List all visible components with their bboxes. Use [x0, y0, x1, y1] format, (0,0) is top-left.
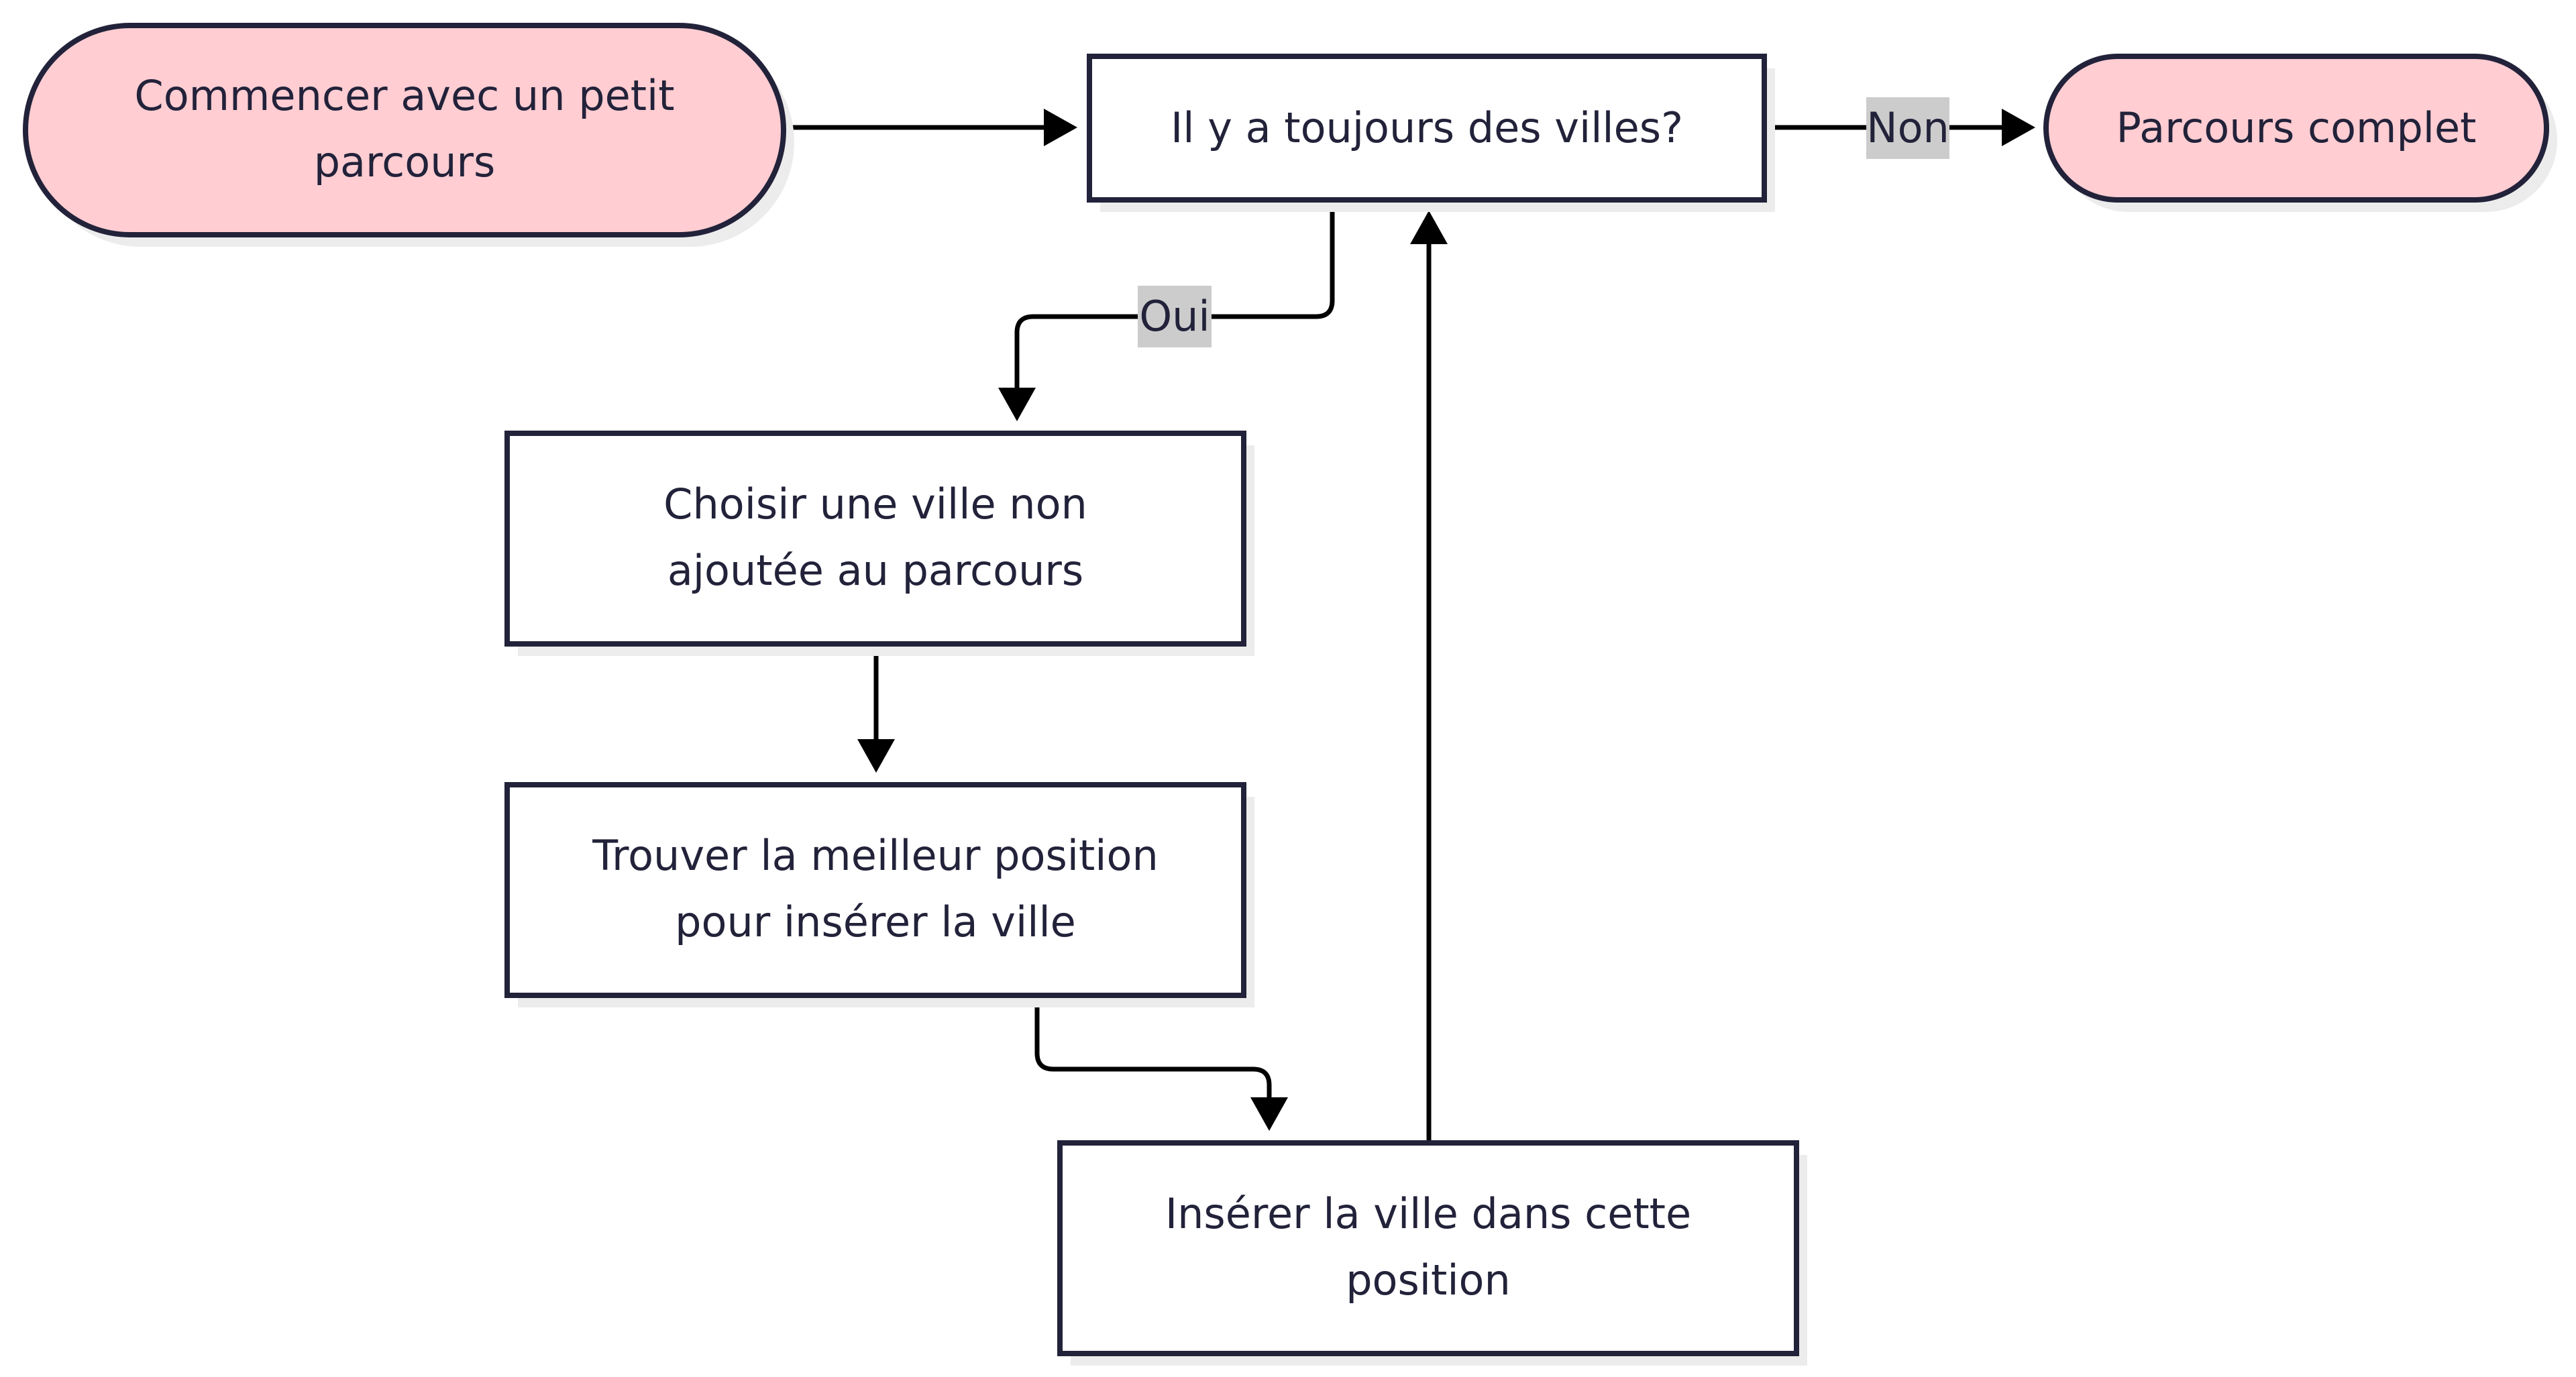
node-decision-shape [1087, 54, 1767, 203]
node-insert-city: Insérer la ville dans cette position [1057, 1140, 1807, 1366]
edge-label-non-background [1866, 97, 1949, 159]
arrowhead-decision-to-end [2002, 109, 2035, 146]
node-start-line-1: Commencer avec un petit [134, 71, 674, 120]
node-choose-city-line-2: ajoutée au parcours [667, 546, 1083, 595]
node-decision-line-1: Il y a toujours des villes? [1171, 103, 1683, 152]
edge-label-non-text: Non [1866, 103, 1949, 152]
node-start-shape [23, 23, 786, 237]
node-choose-city-line-1: Choisir une ville non [663, 480, 1087, 529]
node-choose-city-shape [504, 431, 1246, 647]
edge-label-oui-text: Oui [1139, 292, 1210, 341]
node-decision: Il y a toujours des villes? [1087, 54, 1775, 212]
arrowhead-insert-to-decision [1410, 211, 1448, 244]
node-insert-city-line-1: Insérer la ville dans cette [1165, 1189, 1691, 1238]
edge-label-non: Non [1866, 97, 1949, 159]
edge-label-oui-background [1138, 286, 1212, 347]
node-choose-city: Choisir une ville non ajoutée au parcour… [504, 431, 1254, 656]
arrowhead-choose-to-find [857, 739, 895, 773]
node-start: Commencer avec un petit parcours [23, 23, 794, 247]
node-start-line-2: parcours [314, 137, 496, 186]
node-insert-city-shape [1057, 1140, 1799, 1356]
node-end-line-1: Parcours complet [2116, 103, 2477, 152]
arrowhead-start-to-decision [1044, 109, 1077, 146]
node-find-position-shape [504, 782, 1246, 998]
arrowhead-find-to-insert [1250, 1097, 1288, 1131]
edge-label-oui: Oui [1138, 286, 1212, 347]
node-end: Parcours complet [2043, 54, 2557, 212]
node-end-shape [2043, 54, 2549, 203]
node-find-position: Trouver la meilleur position pour insére… [504, 782, 1254, 1007]
node-find-position-line-2: pour insérer la ville [675, 897, 1076, 946]
edge-find-to-insert [1034, 997, 1272, 1099]
node-insert-city-line-2: position [1346, 1256, 1511, 1305]
node-find-position-line-1: Trouver la meilleur position [592, 831, 1159, 880]
arrowhead-decision-to-choose [998, 388, 1036, 421]
